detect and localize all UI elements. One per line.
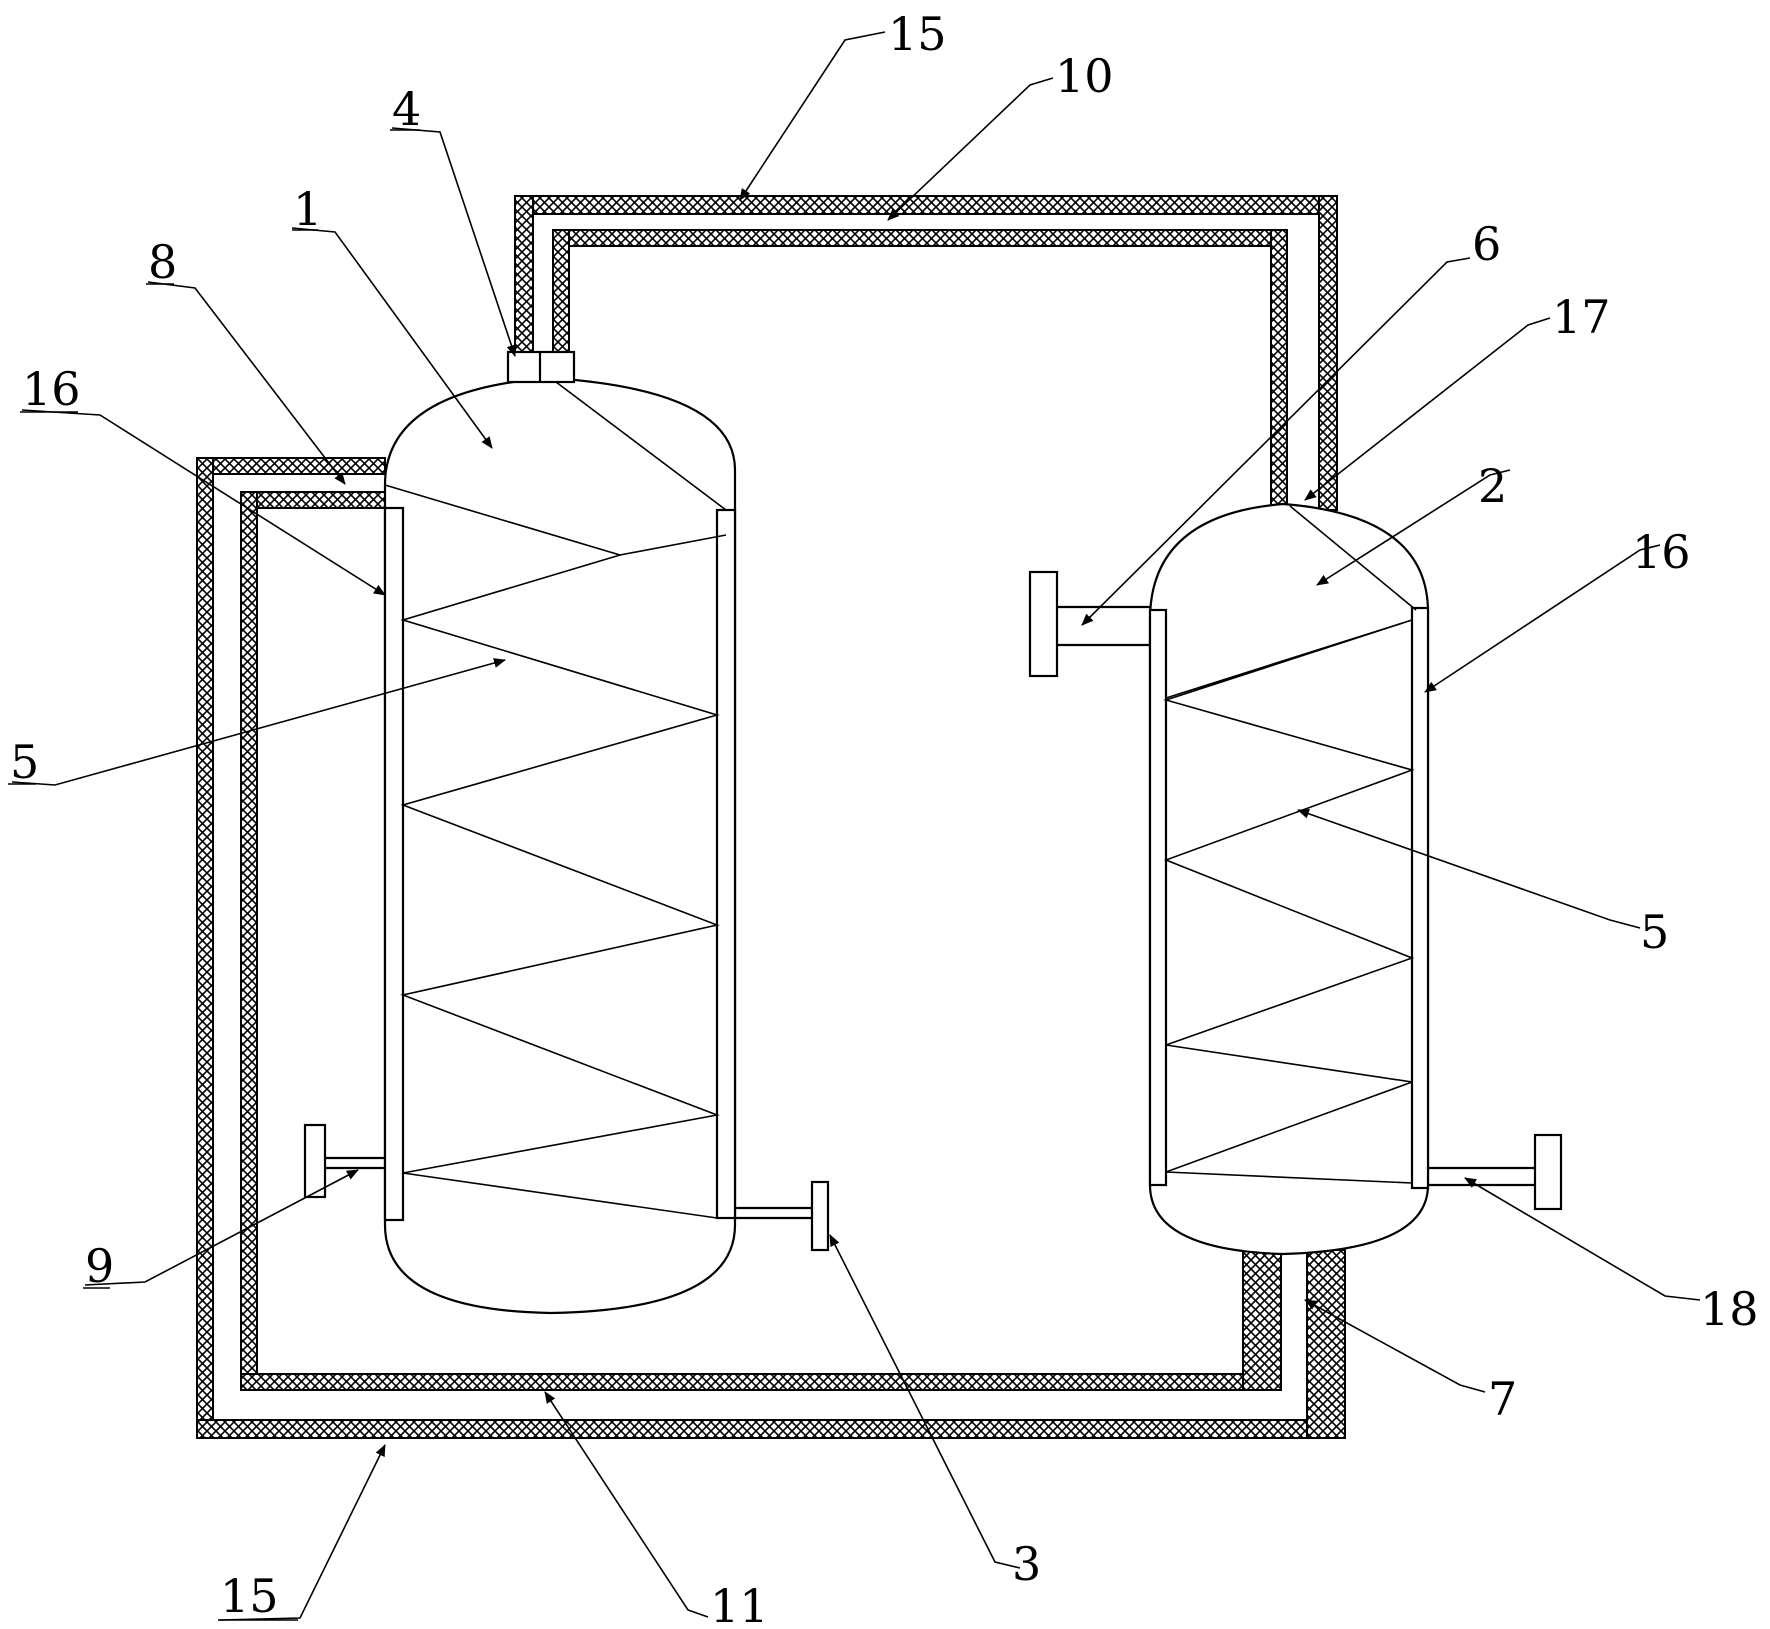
- bottom-pipe-11: [196, 457, 1346, 1439]
- top-outer-insulation-left: [514, 195, 534, 355]
- vessel-1-shell: [383, 376, 737, 1315]
- label-10: 10: [1055, 49, 1114, 103]
- label-15-bottom: 15: [220, 1569, 279, 1623]
- label-2: 2: [1478, 459, 1507, 513]
- bottom-outer-insulation-left: [196, 457, 214, 1439]
- bottom-outer-insulation-bottom: [196, 1419, 1346, 1439]
- label-16-left: 16: [22, 362, 81, 416]
- top-inner-insulation-left: [552, 229, 570, 355]
- vessel-2-right-tube: [1410, 606, 1430, 1190]
- label-11: 11: [710, 1579, 769, 1629]
- label-7: 7: [1488, 1372, 1517, 1426]
- label-8: 8: [148, 235, 177, 289]
- bottom-outer-insulation-top: [196, 457, 386, 475]
- bottom-outer-insulation-right: [1306, 1249, 1346, 1439]
- vessel-1-right-tube: [715, 508, 737, 1220]
- top-outer-insulation-right: [1318, 195, 1338, 511]
- vessel-1-side-valve-9: [303, 1123, 327, 1199]
- vessel-1-left-tube: [383, 506, 405, 1222]
- label-5-left: 5: [10, 735, 39, 789]
- top-inner-insulation-h: [552, 229, 1288, 247]
- vessel-1: [303, 350, 830, 1315]
- vessel-2-side-valve-6: [1028, 570, 1059, 678]
- label-9: 9: [85, 1239, 114, 1293]
- bottom-inner-insulation-bottom: [240, 1373, 1282, 1391]
- top-inner-insulation-right: [1270, 229, 1288, 511]
- label-4: 4: [392, 82, 421, 136]
- vessel-2-shell: [1148, 502, 1430, 1256]
- label-18: 18: [1700, 1282, 1759, 1336]
- vessel-1-coil: [384, 484, 720, 1219]
- bottom-inner-insulation-right: [1242, 1249, 1282, 1391]
- bottom-inner-insulation-left: [240, 491, 258, 1391]
- label-17: 17: [1552, 290, 1611, 344]
- label-15-top: 15: [888, 7, 947, 61]
- top-pipe-10: [514, 195, 1338, 511]
- label-16-right: 16: [1632, 525, 1691, 579]
- vessel-2-side-valve-18: [1533, 1133, 1563, 1211]
- label-5-right: 5: [1640, 905, 1669, 959]
- label-6: 6: [1472, 217, 1501, 271]
- label-1: 1: [293, 182, 322, 236]
- label-3: 3: [1012, 1537, 1041, 1591]
- part-labels: 15 10 4 1 8 16 5 9 6 17 2 16 5 18 7 3 11…: [8, 7, 1759, 1629]
- vessel-1-outlet-valve-3: [810, 1180, 830, 1252]
- vessel-2: [1028, 502, 1563, 1256]
- vessel-2-coil: [1163, 619, 1415, 1184]
- bottom-inner-insulation-top: [240, 491, 386, 509]
- vessel-2-left-tube: [1148, 608, 1168, 1187]
- top-outer-insulation-h: [514, 195, 1338, 215]
